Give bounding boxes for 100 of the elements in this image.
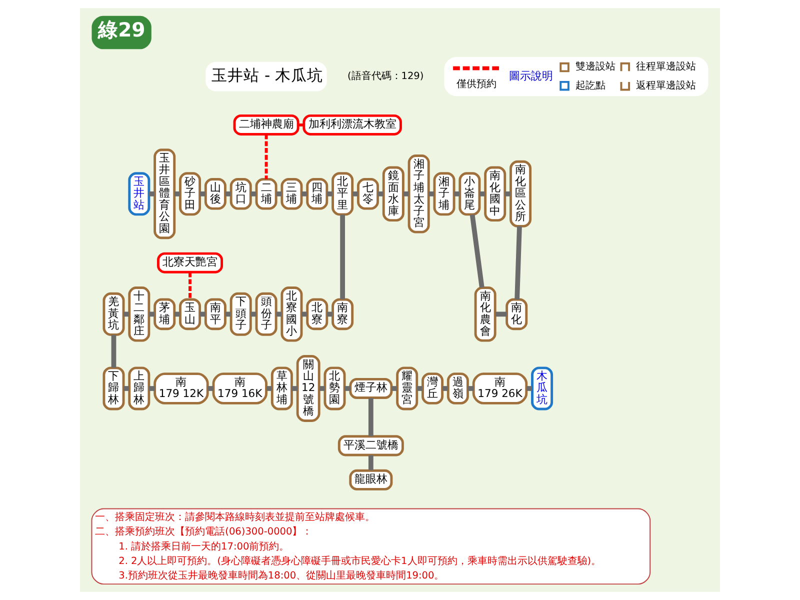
node-box: 煙子林 bbox=[349, 378, 393, 399]
node-box: 耀靈宮 bbox=[396, 366, 418, 410]
label: 3.預約班次從玉井最晚發車時間為18:00、從關山里最晚發車時間19:00。 bbox=[118, 570, 444, 582]
node-box: 上歸林 bbox=[128, 366, 150, 410]
node-box: 砂子田 bbox=[179, 172, 201, 216]
legend-label: 往程單邊設站 bbox=[636, 62, 696, 73]
connector bbox=[505, 191, 510, 196]
connector bbox=[392, 386, 397, 391]
label: (語音代碼：129) bbox=[347, 71, 424, 82]
connector bbox=[302, 191, 307, 196]
label: 二、搭乘預約班次【預約電話(06)300-0000】： bbox=[95, 526, 312, 538]
connector bbox=[276, 191, 282, 196]
legend-label: 起訖點 bbox=[575, 80, 606, 92]
connector bbox=[149, 386, 155, 391]
legend-label: 僅供預約 bbox=[456, 78, 496, 90]
node-box: 南化農會 bbox=[474, 286, 496, 342]
connector bbox=[276, 312, 282, 317]
connector bbox=[327, 191, 332, 196]
node-box: 湘子埔太子宮 bbox=[408, 154, 430, 234]
node-box: 南寮 bbox=[332, 298, 354, 330]
connector bbox=[266, 386, 272, 391]
node-box: 北寮 bbox=[306, 298, 328, 330]
connector bbox=[496, 312, 507, 317]
connector bbox=[124, 386, 129, 391]
connector bbox=[250, 191, 256, 196]
connector bbox=[298, 124, 304, 126]
node-box: 玉井站 bbox=[128, 172, 150, 216]
connector bbox=[428, 191, 434, 196]
label: 圖示說明 bbox=[508, 69, 553, 82]
connector bbox=[264, 134, 268, 180]
connector bbox=[149, 191, 154, 196]
node-box: 加利利漂流木教室 bbox=[302, 114, 402, 136]
connector bbox=[526, 386, 532, 391]
node-box: 山後 bbox=[204, 178, 226, 210]
connector bbox=[225, 312, 231, 317]
connector bbox=[250, 312, 256, 317]
connector bbox=[208, 386, 214, 391]
connector bbox=[454, 191, 460, 196]
label: 玉井站 - 木瓜坑 bbox=[212, 65, 324, 84]
label: 1. 請於搭乘日前一天的17:00前預約。 bbox=[118, 541, 290, 552]
node-box: 南化區公所 bbox=[510, 160, 532, 228]
connector bbox=[327, 312, 332, 317]
node-box: 十二鄰庄 bbox=[128, 286, 150, 342]
node-box: 平溪二號橋 bbox=[338, 435, 404, 456]
node-box: 灣丘 bbox=[422, 372, 444, 404]
node-box: 南化 bbox=[506, 298, 528, 330]
node-box: 七笭 bbox=[356, 178, 379, 210]
node-box: 下歸林 bbox=[102, 366, 125, 410]
node-box: 南平 bbox=[204, 298, 226, 330]
label: 一、搭乘固定班次：請參閱本路線時刻表並提前至站牌處候車。 bbox=[95, 512, 376, 524]
connector bbox=[319, 386, 325, 391]
connector bbox=[403, 191, 409, 196]
connector bbox=[470, 214, 484, 288]
node-box: 湘子埔 bbox=[433, 172, 456, 216]
connector bbox=[352, 191, 358, 196]
node-box: 三埔 bbox=[280, 178, 303, 210]
connector bbox=[340, 214, 345, 300]
node-box: 龍眼林 bbox=[349, 469, 393, 490]
connector bbox=[111, 334, 116, 368]
node-box: 過嶺 bbox=[446, 372, 469, 404]
legend-label: 返程單邊設站 bbox=[636, 80, 696, 92]
connector bbox=[468, 386, 474, 391]
node-box: 小崙尾 bbox=[458, 172, 481, 216]
node-box: 二埔 bbox=[255, 178, 278, 210]
node-box: 玉山 bbox=[179, 298, 201, 330]
node-box: 南179 12K bbox=[154, 372, 209, 404]
connector bbox=[368, 398, 374, 436]
connector bbox=[124, 312, 129, 317]
node-box: 北勢園 bbox=[324, 366, 346, 410]
node-box: 木瓜坑 bbox=[531, 366, 554, 410]
node-box: 羌黃坑 bbox=[102, 292, 125, 336]
node-box: 四埔 bbox=[306, 178, 328, 210]
connector bbox=[200, 191, 206, 196]
node-box: 玉井區體育公園 bbox=[154, 148, 176, 240]
connector bbox=[200, 312, 206, 317]
connector bbox=[442, 386, 448, 391]
connector bbox=[368, 455, 374, 470]
node-box: 北平里 bbox=[332, 172, 354, 216]
connector bbox=[225, 191, 231, 196]
connector bbox=[378, 191, 384, 196]
node-box: 頭份子 bbox=[255, 292, 278, 336]
node-box: 鏡面水庫 bbox=[382, 166, 404, 222]
node-box: 關山12號橋 bbox=[296, 355, 320, 422]
node-box: 南化國中 bbox=[484, 166, 506, 222]
connector bbox=[480, 191, 485, 196]
node-box: 草林埔 bbox=[270, 366, 293, 410]
connector bbox=[188, 272, 192, 300]
node-box: 坑口 bbox=[230, 178, 252, 210]
connector bbox=[344, 386, 350, 391]
diagram-title: 綠29 bbox=[98, 18, 146, 42]
node-box: 北寮國小 bbox=[280, 286, 303, 342]
node-box: 二埔神農廟 bbox=[233, 114, 300, 136]
connector bbox=[174, 191, 180, 196]
connector bbox=[174, 312, 180, 317]
connector bbox=[149, 312, 154, 317]
legend-label: 雙邊設站 bbox=[575, 62, 616, 73]
node-box: 北寮天艷宮 bbox=[157, 252, 224, 274]
node-box: 南179 26K bbox=[472, 372, 528, 404]
connector bbox=[292, 386, 298, 391]
node-box: 下頭子 bbox=[230, 292, 252, 336]
